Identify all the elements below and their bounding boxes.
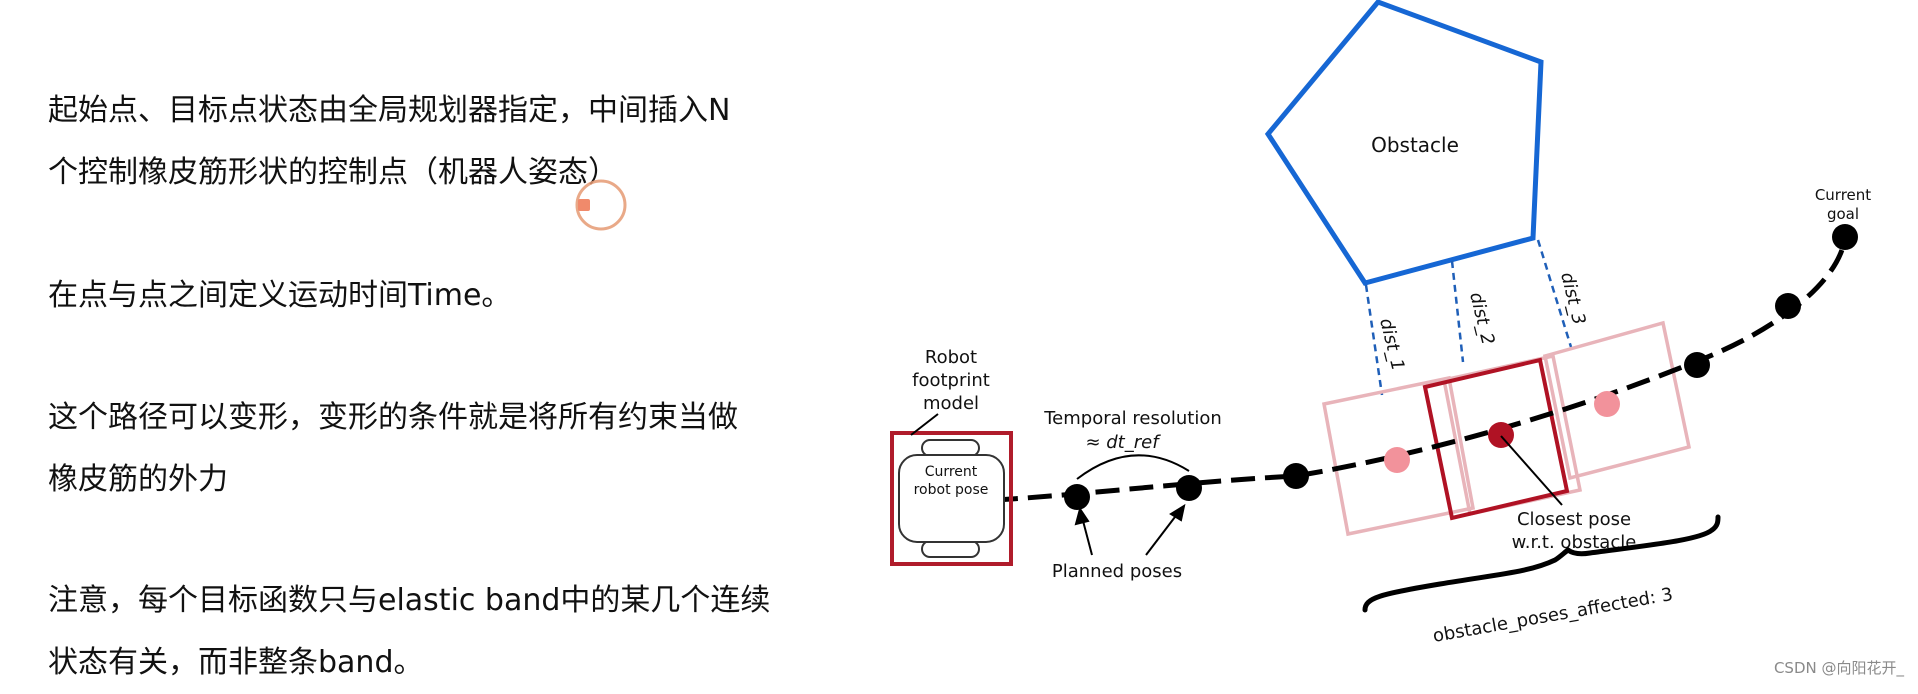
closest-pose-pointer [1500, 435, 1563, 506]
arrowhead [1169, 503, 1186, 522]
current-goal-label-line1: Current [1815, 186, 1871, 204]
text-panel: 起始点、目标点状态由全局规划器指定，中间插入N 个控制橡皮筋形状的控制点（机器人… [0, 0, 860, 684]
closest-pose-point [1488, 422, 1514, 448]
pose-point [1283, 463, 1309, 489]
obstacle-pentagon [1264, 0, 1544, 286]
robot-footprint-box [890, 431, 1013, 566]
arrowhead [1074, 506, 1090, 526]
watermark: CSDN @向阳花开_ [1773, 659, 1904, 677]
text-line: 注意，每个目标函数只与elastic band中的某几个连续 [48, 583, 771, 618]
robot-model [898, 439, 1005, 558]
pose-point [1176, 475, 1202, 501]
footprint-pointer [910, 413, 939, 436]
affected-pose-point [1384, 447, 1410, 473]
obstacle-label: Obstacle [1371, 133, 1459, 157]
affected-box-right [1542, 320, 1692, 481]
paragraph-start-goal: 起始点、目标点状态由全局规划器指定，中间插入N 个控制橡皮筋形状的控制点（机器人… [48, 80, 730, 204]
current-robot-pose-line2: robot pose [914, 482, 989, 498]
planned-poses-arrows [1074, 503, 1186, 556]
robot-footprint-label-line2: footprint [912, 370, 990, 391]
current-goal-label-line2: goal [1827, 205, 1859, 223]
dist-3-label: dist_3 [1556, 270, 1589, 327]
cursor-highlight-icon [575, 179, 627, 231]
dist-1-label: dist_1 [1375, 316, 1408, 373]
text-line: 状态有关，而非整条band。 [48, 645, 424, 680]
robot-footprint-label-line1: Robot [925, 347, 977, 368]
dist-2-label: dist_2 [1465, 290, 1498, 347]
dist-line-2 [1450, 260, 1465, 363]
paragraph-time: 在点与点之间定义运动时间Time。 [48, 265, 511, 327]
dist-line-1 [1364, 284, 1384, 396]
current-robot-pose-line1: Current [925, 464, 978, 480]
affected-box-left [1321, 375, 1476, 537]
pose-point [1684, 352, 1710, 378]
distance-lines [1364, 239, 1573, 396]
closest-pose-box [1422, 357, 1570, 521]
planned-poses-label: Planned poses [1052, 561, 1182, 582]
robot-footprint-label-line3: model [923, 393, 979, 414]
arrow-line [1145, 512, 1179, 556]
planned-poses [1064, 224, 1858, 510]
goal-point [1832, 224, 1858, 250]
paragraph-note: 注意，每个目标函数只与elastic band中的某几个连续 状态有关，而非整条… [48, 570, 770, 694]
text-line: 在点与点之间定义运动时间Time。 [48, 278, 512, 313]
temporal-resolution-label: Temporal resolution [1043, 408, 1222, 429]
text-line: 起始点、目标点状态由全局规划器指定，中间插入N [48, 93, 731, 128]
robot-body [898, 454, 1005, 543]
elastic-band-path [959, 236, 1848, 505]
text-line: 个控制橡皮筋形状的控制点（机器人姿态） [48, 155, 618, 190]
pose-point [1775, 293, 1801, 319]
temporal-bracket-arc [1076, 454, 1190, 480]
text-line: 橡皮筋的外力 [48, 462, 228, 497]
paragraph-deformation: 这个路径可以变形，变形的条件就是将所有约束当做 橡皮筋的外力 [48, 387, 738, 511]
affected-pose-point [1594, 391, 1620, 417]
pose-point [1064, 484, 1090, 510]
arrow-line [1081, 516, 1093, 556]
dist-line-3 [1536, 239, 1573, 348]
robot-wheel [921, 540, 980, 558]
obstacle-poses-affected-label: obstacle_poses_affected: 3 [1431, 584, 1674, 647]
closest-pose-label-line2: w.r.t. obstacle [1512, 532, 1637, 553]
robot-wheel [921, 439, 980, 457]
closest-pose-label-line1: Closest pose [1517, 509, 1631, 530]
dt-ref-label: ≈ dt_ref [1085, 432, 1161, 453]
text-line: 这个路径可以变形，变形的条件就是将所有约束当做 [48, 400, 738, 435]
affected-poses-brace [1362, 514, 1721, 613]
